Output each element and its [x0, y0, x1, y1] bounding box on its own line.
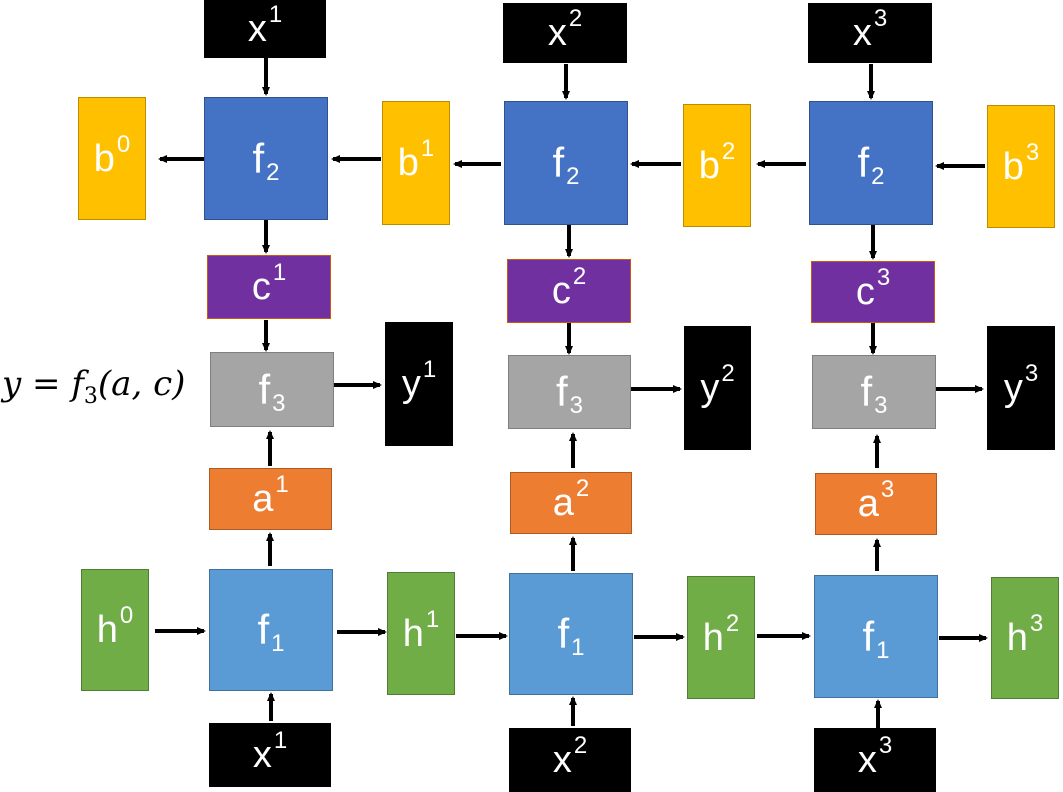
formula-label: y = f3(a, c) — [2, 364, 186, 409]
